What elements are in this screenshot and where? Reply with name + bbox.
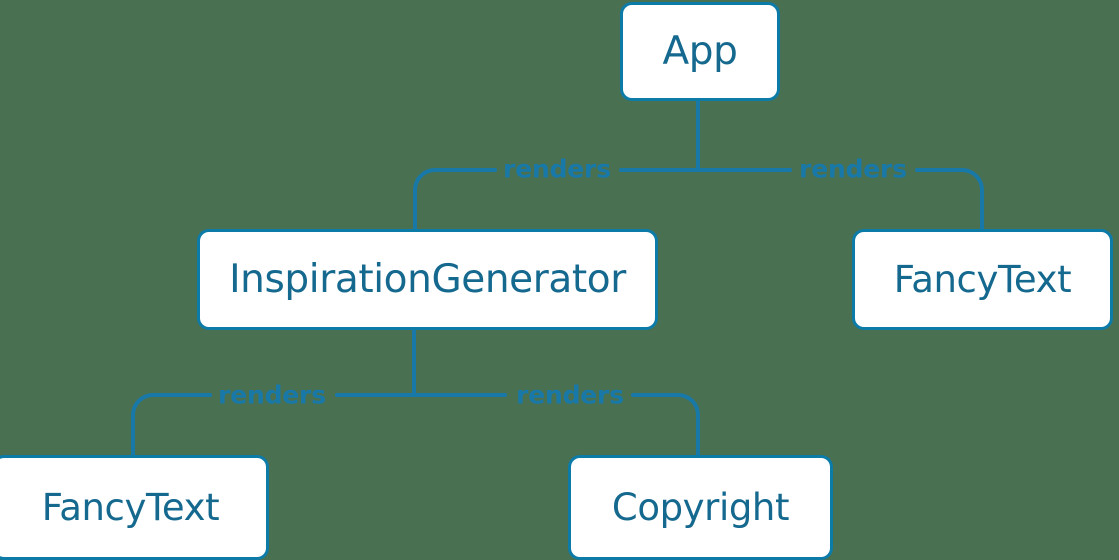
- node-copyright[interactable]: Copyright: [568, 455, 833, 560]
- node-app[interactable]: App: [620, 2, 780, 101]
- edge-label-inspirationgenerator-to-copyright: renders: [516, 380, 624, 410]
- node-app-label: App: [662, 29, 738, 74]
- node-inspiration-generator-label: InspirationGenerator: [229, 257, 626, 302]
- edge-inspirationgenerator-to-fancytext-bottom: [131, 393, 416, 457]
- edge-label-app-to-inspirationgenerator: renders: [503, 154, 611, 184]
- node-fancytext-top[interactable]: FancyText: [852, 229, 1113, 330]
- node-copyright-label: Copyright: [611, 486, 790, 529]
- node-fancytext-bottom[interactable]: FancyText: [0, 455, 269, 560]
- edge-label-inspirationgenerator-to-fancytext-bottom: renders: [218, 380, 326, 410]
- node-fancytext-bottom-label: FancyText: [41, 486, 220, 529]
- edge-inspirationgenerator-to-copyright: [412, 393, 700, 457]
- node-inspiration-generator[interactable]: InspirationGenerator: [197, 229, 658, 330]
- edge-app-to-fancytext-top: [696, 168, 984, 231]
- node-fancytext-top-label: FancyText: [893, 258, 1072, 301]
- edge-app-to-inspirationgenerator: [413, 168, 700, 231]
- edge-label-app-to-fancytext-top: renders: [799, 154, 907, 184]
